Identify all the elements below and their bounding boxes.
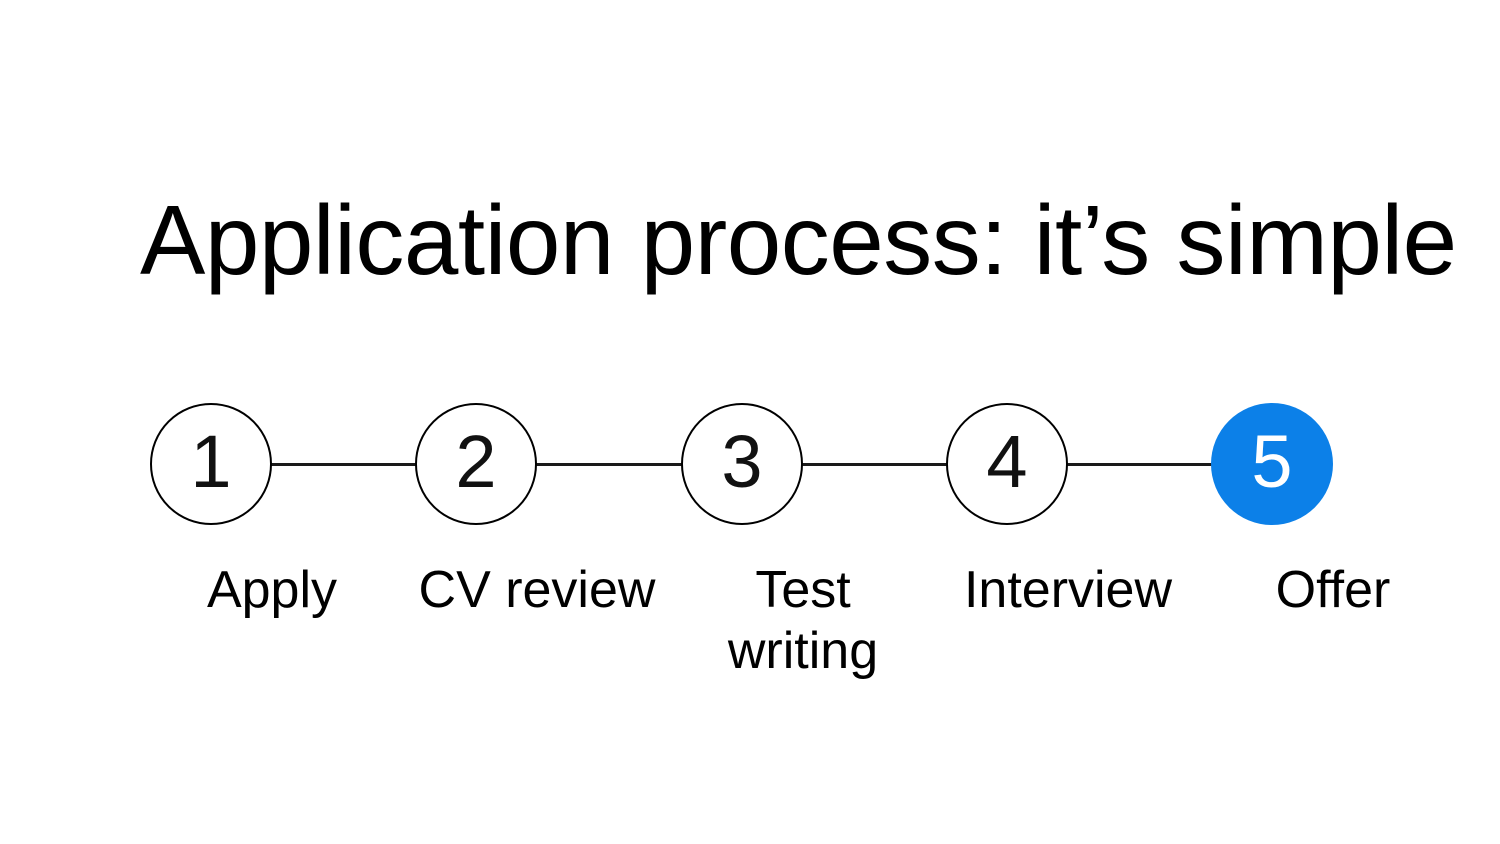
step-node-2[interactable]: 2 [415, 403, 537, 525]
step-number-2: 2 [455, 420, 497, 503]
page-title: Application process: it’s simple [140, 184, 1457, 295]
step-circle-2[interactable]: 2 [415, 403, 537, 525]
connector-2-to-3 [536, 463, 682, 466]
step-label-4: Interview [963, 561, 1173, 619]
step-number-1: 1 [190, 420, 232, 503]
step-label-2: CV review [418, 561, 656, 619]
step-node-4[interactable]: 4 [946, 403, 1068, 525]
step-circle-4[interactable]: 4 [946, 403, 1068, 525]
step-number-3: 3 [721, 420, 763, 503]
step-label-1: Apply [206, 561, 338, 619]
step-number-4: 4 [986, 420, 1028, 503]
connector-1-to-2 [271, 463, 416, 466]
step-node-5[interactable]: 5 [1211, 403, 1333, 525]
step-label-5: Offer [1275, 561, 1391, 619]
connector-4-to-5 [1067, 463, 1212, 466]
step-circle-3[interactable]: 3 [681, 403, 803, 525]
step-circle-5[interactable]: 5 [1211, 403, 1333, 525]
step-circle-1[interactable]: 1 [150, 403, 272, 525]
step-label-3: Test writing [727, 561, 879, 681]
step-number-5: 5 [1251, 420, 1293, 503]
step-node-1[interactable]: 1 [150, 403, 272, 525]
step-node-3[interactable]: 3 [681, 403, 803, 525]
connector-3-to-4 [802, 463, 947, 466]
